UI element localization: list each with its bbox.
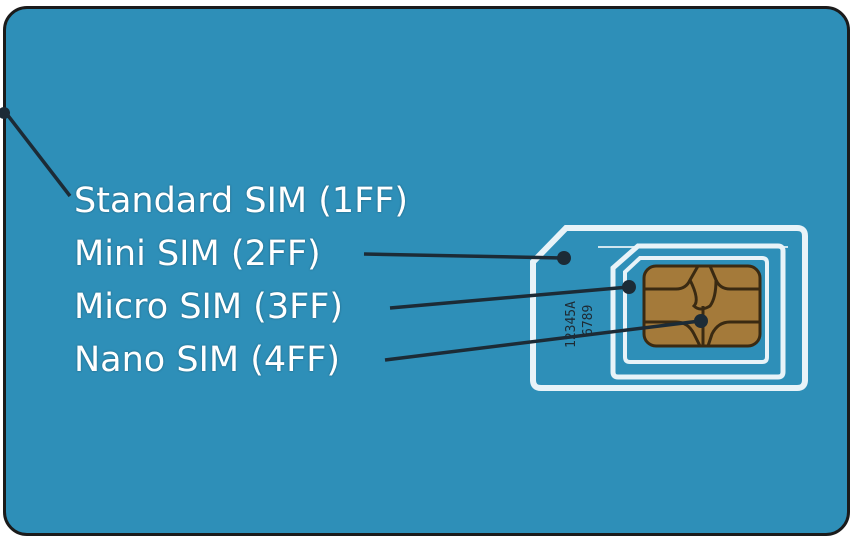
leader-standard — [4, 111, 72, 198]
leader-mini — [363, 252, 564, 260]
leader-nano — [384, 319, 701, 362]
leader-dot-mini — [557, 251, 571, 265]
label-mini-sim: Mini SIM (2FF) — [74, 234, 321, 274]
label-micro-sim: Micro SIM (3FF) — [74, 287, 344, 327]
serial-number: 12345A 6789 — [564, 301, 596, 348]
label-standard-sim: Standard SIM (1FF) — [74, 181, 409, 221]
leader-dot-nano — [694, 314, 708, 328]
serial-line-2: 6789 — [581, 305, 596, 336]
leader-dot-micro — [622, 280, 636, 294]
leader-micro — [389, 285, 630, 310]
nano-sim-outline — [623, 256, 769, 364]
chip-icon — [642, 264, 762, 348]
micro-sim-outline — [610, 243, 786, 380]
serial-line-1: 12345A — [564, 301, 579, 348]
mini-sim-outline — [530, 225, 808, 391]
label-nano-sim: Nano SIM (4FF) — [74, 340, 341, 380]
leader-dot-standard — [0, 107, 10, 119]
